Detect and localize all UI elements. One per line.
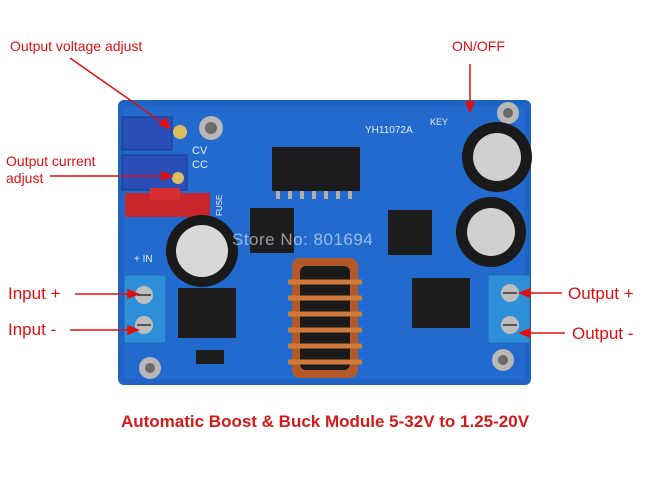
store-watermark: Store No: 801694 xyxy=(232,230,374,249)
mounting-hole-top-right xyxy=(497,102,519,124)
board-fuse-marking: FUSE xyxy=(215,195,224,216)
board-cv-marking: CV xyxy=(192,145,208,157)
label-output-current-adjust-line1: Output current xyxy=(6,153,96,169)
mosfet-top-right xyxy=(388,210,432,255)
board-model-marking: YH11072A xyxy=(365,125,413,136)
capacitor-output-top xyxy=(462,122,532,192)
product-caption: Automatic Boost & Buck Module 5-32V to 1… xyxy=(120,412,530,431)
label-output-minus: Output - xyxy=(572,324,634,343)
arrow-voltage-adjust xyxy=(69,57,171,129)
board-key-marking: KEY xyxy=(430,117,448,127)
mosfet-bottom-right xyxy=(412,278,470,328)
inductor-coil xyxy=(288,258,362,378)
mosfet-top-left xyxy=(250,208,294,253)
capacitor-output-bottom xyxy=(456,197,526,267)
label-input-minus: Input - xyxy=(8,320,57,339)
current-potentiometer xyxy=(121,154,188,191)
capacitor-input xyxy=(166,215,238,287)
mounting-hole-bottom-right xyxy=(492,349,514,371)
mounting-hole-bottom-left xyxy=(139,357,161,379)
on-off-jumper xyxy=(125,188,210,217)
board-cc-marking: CC xyxy=(192,159,208,171)
controller-ic xyxy=(272,147,360,191)
board-in-marking: + IN xyxy=(134,254,153,265)
label-output-current-adjust-line2: adjust xyxy=(6,170,44,186)
mounting-hole-top-left xyxy=(199,116,223,140)
label-output-voltage-adjust: Output voltage adjust xyxy=(10,38,143,54)
label-input-plus: Input + xyxy=(8,284,61,303)
mosfet-bottom-left xyxy=(178,288,236,338)
label-on-off: ON/OFF xyxy=(452,38,505,54)
diode xyxy=(196,350,224,364)
label-output-plus: Output + xyxy=(568,284,634,303)
